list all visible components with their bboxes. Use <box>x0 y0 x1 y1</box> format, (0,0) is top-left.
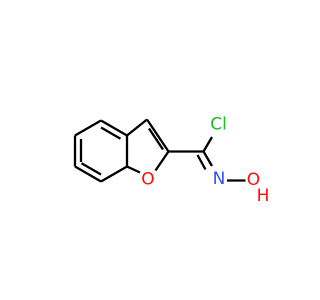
benzofuran-carboximidoyl-chloride-structure: O Cl N O H <box>73 115 270 206</box>
bond-benzene-4 <box>74 165 102 183</box>
bond-benzene-3 <box>100 165 128 183</box>
bond-c3-c2 <box>146 118 170 153</box>
chlorine-label: Cl <box>210 115 227 135</box>
bond-o1-c7a <box>126 165 141 174</box>
bond-benzene-1 <box>100 119 128 137</box>
bond-benzene-double-b <box>80 162 102 176</box>
bond-c3a-c3 <box>126 118 148 137</box>
imine-nitrogen-label: N <box>213 169 226 189</box>
bond-cimine-n-double <box>196 154 207 171</box>
ring-oxygen-label: O <box>141 170 154 190</box>
hydroxyl-oxygen-label: O <box>247 170 260 190</box>
bond-benzene-6 <box>74 119 102 137</box>
hydroxyl-hydrogen-label: H <box>257 186 270 206</box>
bond-cimine-n <box>202 150 213 167</box>
imidoyl-chloride-group <box>168 136 246 182</box>
bond-c2-o1 <box>154 150 170 172</box>
bond-benzene-double-a <box>100 126 122 140</box>
furan-ring <box>126 118 170 174</box>
bond-cimine-cl <box>202 136 213 153</box>
bond-c3-c2-double <box>148 127 164 151</box>
benzene-ring <box>73 119 129 183</box>
